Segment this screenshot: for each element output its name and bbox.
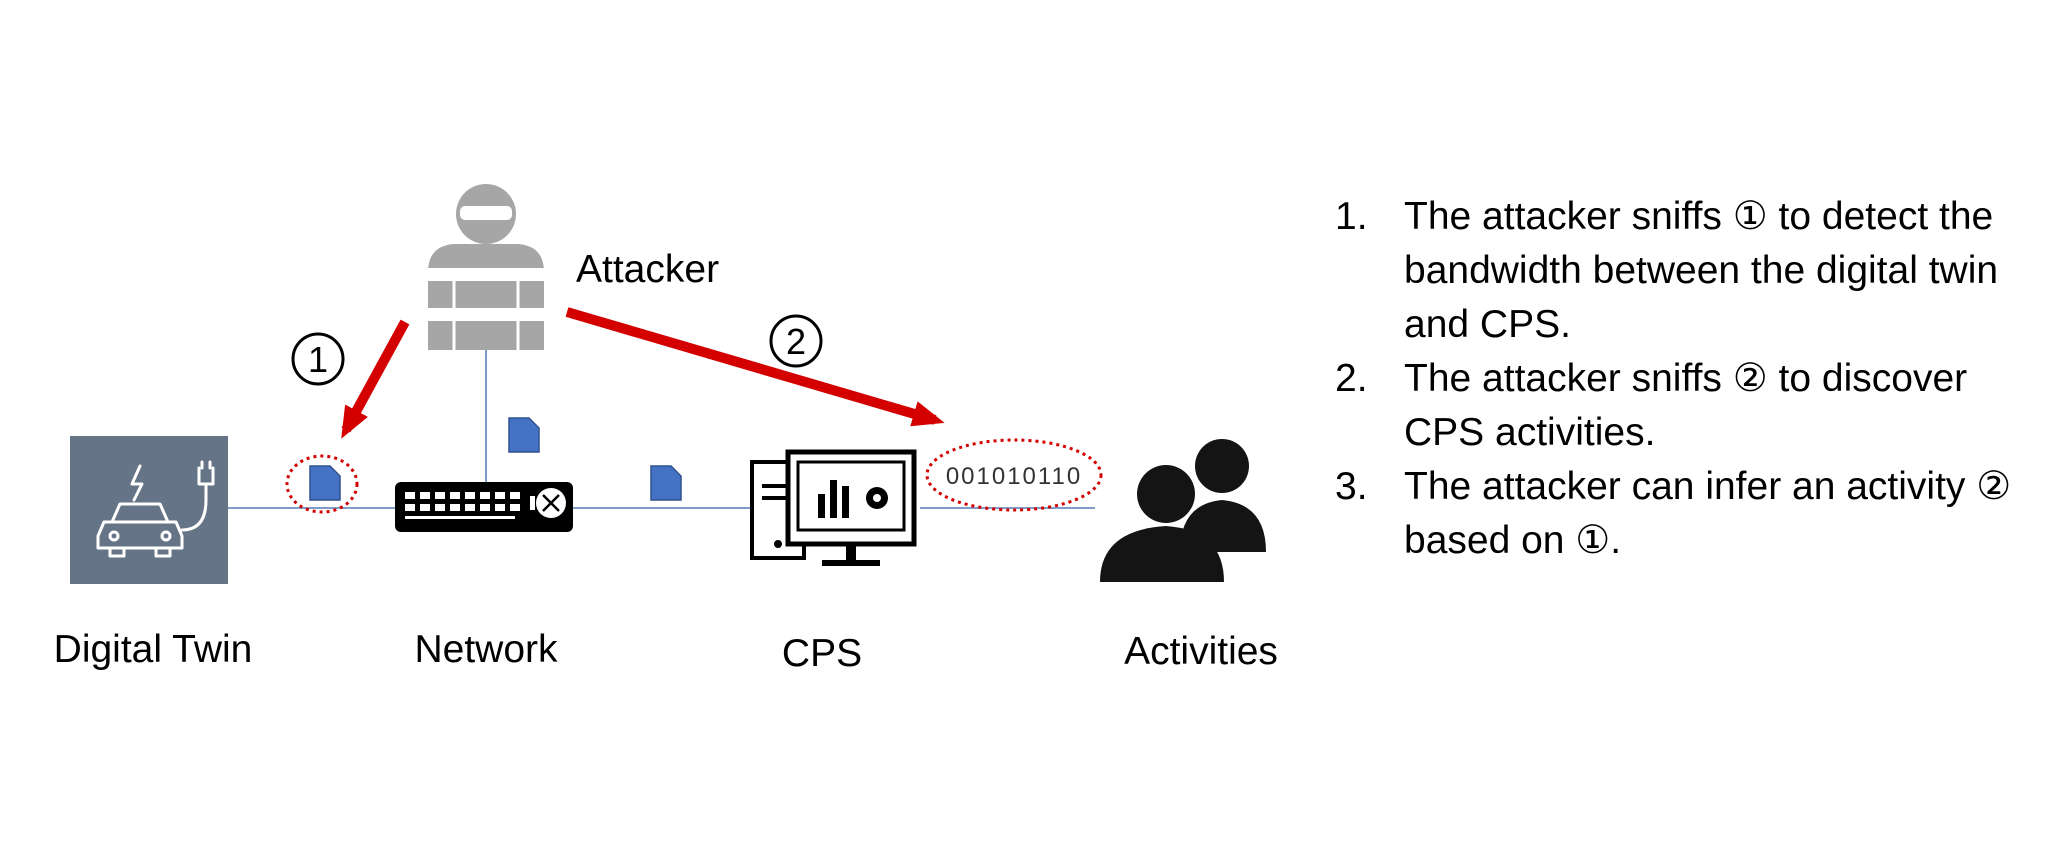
cps-label: CPS [781, 632, 863, 675]
list-item: 2. The attacker sniffs ② to discover CPS… [1335, 352, 2035, 460]
activities-label: Activities [1124, 630, 1278, 673]
step-number: 3. [1335, 465, 1368, 508]
digital-twin-icon [70, 436, 228, 584]
step-text: The attacker sniffs ② to discover CPS ac… [1404, 357, 1968, 454]
svg-text:2: 2 [786, 321, 806, 362]
network-switch-icon [395, 482, 573, 532]
sniff-circle-one [285, 454, 359, 514]
list-item: 1. The attacker sniffs ① to detect the b… [1335, 190, 2035, 352]
packet-icon [650, 465, 682, 501]
attack-arrow-one [341, 319, 410, 439]
attack-arrow-two [565, 307, 945, 427]
packet-icon [508, 417, 540, 453]
step-text: The attacker sniffs ① to detect the band… [1404, 195, 1999, 346]
packet-icon [309, 465, 341, 501]
activities-icon [1100, 439, 1266, 582]
step-number: 2. [1335, 357, 1368, 400]
attacker-icon [428, 184, 544, 350]
connection-lines [228, 350, 1095, 509]
digital-twin-label: Digital Twin [53, 628, 253, 671]
bit-stream: 001010110 [946, 463, 1082, 490]
cps-icon [750, 449, 917, 566]
list-item: 3. The attacker can infer an activity ② … [1335, 460, 2035, 568]
network-label: Network [414, 628, 558, 671]
packets [309, 417, 682, 501]
step-number: 1. [1335, 195, 1368, 238]
step-marker-two: ② 2 [769, 314, 823, 368]
step-text: The attacker can infer an activity ② bas… [1404, 465, 2012, 562]
attack-steps-list: 1. The attacker sniffs ① to detect the b… [1335, 190, 2035, 568]
sniff-circle-two [925, 438, 1103, 512]
step-marker-one: ① 1 [291, 332, 345, 386]
attacker-label: Attacker [576, 248, 720, 291]
svg-text:1: 1 [308, 339, 328, 380]
